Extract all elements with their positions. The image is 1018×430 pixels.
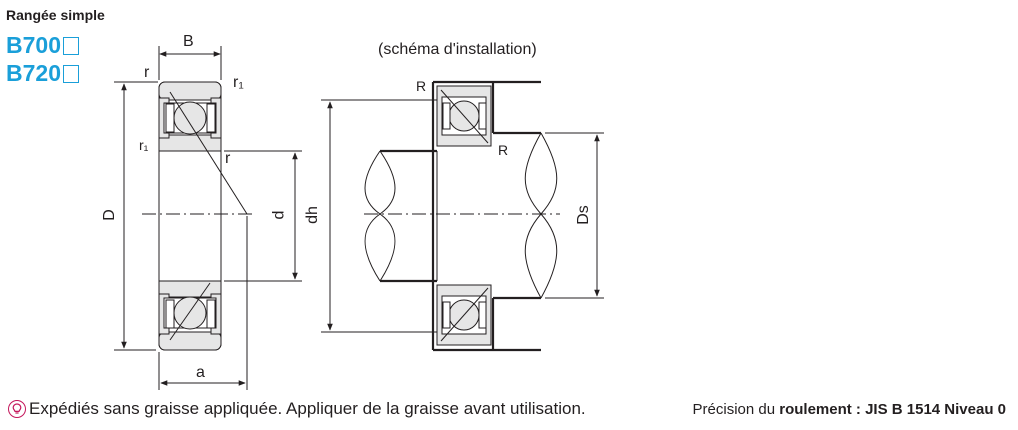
label-ds: Ds <box>574 205 592 225</box>
installation-diagram <box>364 80 560 352</box>
part-number-b720: B720 <box>6 60 79 87</box>
placeholder-box-icon <box>62 36 79 55</box>
lightbulb-icon <box>8 400 26 418</box>
label-bore-diameter: d <box>270 210 288 220</box>
installed-bearing-bottom <box>436 284 492 346</box>
label-r-housing: R <box>416 78 427 94</box>
top-bearing-section <box>158 81 222 152</box>
grease-note: Expédiés sans graisse appliquée. Appliqu… <box>8 399 586 419</box>
dimension-d-inner <box>224 150 302 282</box>
precision-note: Précision du roulement : JIS B 1514 Nive… <box>693 401 1006 418</box>
dimension-a <box>158 216 248 390</box>
installed-bearing-top <box>436 85 492 147</box>
part-number-label: B700 <box>6 32 61 58</box>
dimension-dh <box>321 99 437 333</box>
bottom-bearing-section <box>158 280 222 351</box>
label-r-inner: r <box>225 150 231 167</box>
precision-value: roulement : JIS B 1514 Niveau 0 <box>779 401 1006 418</box>
part-number-b700: B700 <box>6 32 79 59</box>
label-r-top: r <box>144 64 150 81</box>
dimension-b <box>158 46 222 80</box>
series-title: Rangée simple <box>6 7 105 23</box>
grease-note-text: Expédiés sans graisse appliquée. Appliqu… <box>29 399 586 418</box>
placeholder-box-icon <box>62 64 79 83</box>
bearing-section-view <box>142 81 252 351</box>
part-number-label: B720 <box>6 60 61 86</box>
label-outer-diameter: D <box>100 209 118 221</box>
installation-caption: (schéma d'installation) <box>378 41 537 58</box>
precision-prefix: Précision du <box>692 401 780 418</box>
label-dh: dh <box>303 206 321 224</box>
label-r1-side: r₁ <box>139 137 149 153</box>
dimension-d-outer <box>114 81 156 351</box>
dimension-ds <box>545 132 604 299</box>
label-a: a <box>196 364 205 381</box>
label-r1-top: r₁ <box>233 74 244 91</box>
label-b: B <box>183 33 194 50</box>
label-r-shaft: R <box>498 142 509 158</box>
